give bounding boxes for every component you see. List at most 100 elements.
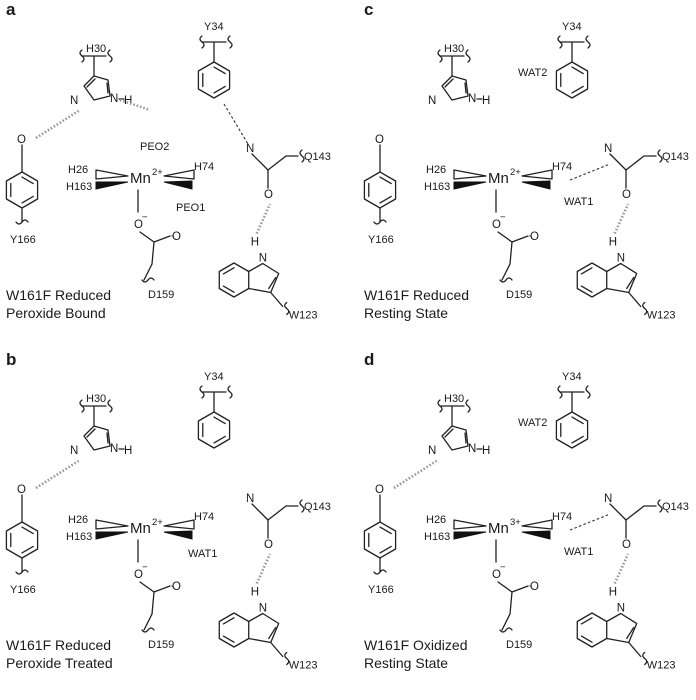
- residue-y166-label: Y166: [368, 584, 394, 596]
- panel-caption-line-2: Resting State: [364, 655, 448, 671]
- w123-nh: H: [609, 587, 617, 599]
- h30-ring: [83, 75, 111, 101]
- q143-oxygen: O: [622, 539, 631, 551]
- d159-oxygen: O: [134, 219, 143, 231]
- w123-double-bond: [626, 626, 635, 640]
- y34-cut: [585, 385, 591, 399]
- d159-cut: [141, 627, 155, 633]
- w123-pyrrole: [248, 612, 280, 644]
- w123-nitrogen: N: [259, 603, 267, 615]
- d159-chain: [501, 613, 511, 631]
- w123-nh: H: [251, 587, 259, 599]
- w123-pyrrole: [248, 262, 280, 294]
- d159-carbonyl-oxygen: O: [530, 231, 539, 243]
- wat2-label: WAT2: [518, 417, 547, 429]
- y34-ring: [555, 411, 589, 449]
- panel-letter: a: [6, 0, 16, 19]
- w123-q143-hbond: [255, 203, 272, 235]
- h74-bond: [163, 519, 195, 530]
- residue-h30-label: H30: [86, 43, 106, 55]
- residue-w123-label: W123: [289, 660, 318, 672]
- y166-cut: [15, 219, 29, 225]
- h30-ring: [441, 425, 469, 451]
- w123-chain: [270, 291, 284, 308]
- h30-n-delta: N: [70, 445, 78, 457]
- w123-nitrogen: N: [617, 603, 625, 615]
- residue-d159-label: D159: [506, 639, 532, 651]
- h74-bond: [521, 169, 553, 180]
- panel-letter: b: [6, 350, 16, 369]
- d159-charge: −: [500, 562, 506, 573]
- q143-nitrogen: N: [246, 493, 254, 505]
- residue-y34-label: Y34: [204, 21, 224, 33]
- y34-cut: [585, 35, 591, 49]
- h30-n-delta: N: [70, 95, 78, 107]
- d159-charge: −: [500, 212, 506, 223]
- residue-d159-label: D159: [148, 289, 174, 301]
- h26-bond: [453, 519, 487, 530]
- peo2-label: PEO2: [140, 141, 169, 153]
- residue-h30-label: H30: [86, 393, 106, 405]
- w123-chain: [628, 641, 642, 658]
- metal-oxidation-state: 2+: [510, 167, 521, 178]
- y166-h30-hbond: [393, 458, 439, 490]
- h30-double-bond: [464, 432, 467, 444]
- panel-letter: c: [364, 0, 373, 19]
- residue-q143-label: Q143: [662, 501, 689, 513]
- y166-h30-hbond: [35, 108, 81, 140]
- metal-center: Mn: [130, 520, 151, 537]
- h163-bond: [95, 181, 129, 190]
- residue-q143-label: Q143: [304, 151, 331, 163]
- q143-chain: [267, 505, 299, 521]
- q143-oxygen: O: [264, 539, 273, 551]
- y166-oxygen: O: [375, 134, 384, 146]
- metal-oxidation-state: 3+: [510, 517, 521, 528]
- residue-h163-label: H163: [424, 181, 450, 193]
- wat1-q143-hbond: [569, 163, 611, 181]
- h30-cut: [437, 49, 443, 63]
- w123-double-bond: [626, 276, 635, 290]
- y34-ring-double-bond: [213, 416, 226, 425]
- y34-ring-double-bond: [571, 66, 584, 75]
- h30-cut: [79, 399, 85, 413]
- panel-caption-line-2: Peroxide Treated: [6, 655, 113, 671]
- h30-n-h: H: [124, 95, 132, 107]
- d159-carboxylate: [139, 581, 171, 593]
- water-ligand-bond: [163, 530, 193, 540]
- y166-cut: [373, 219, 387, 225]
- w123-double-bond: [580, 267, 593, 275]
- h30-double-bond: [444, 78, 454, 88]
- residue-y34-label: Y34: [204, 371, 224, 383]
- w123-pyrrole: [606, 262, 638, 294]
- w123-cut: [642, 651, 648, 666]
- h30-cut: [465, 49, 471, 63]
- w123-double-bond: [222, 285, 235, 293]
- residue-d159-label: D159: [506, 289, 532, 301]
- w123-double-bond: [222, 635, 235, 643]
- metal-oxidation-state: 2+: [152, 167, 163, 178]
- h30-double-bond: [86, 78, 96, 88]
- wat1-label: WAT1: [564, 546, 593, 558]
- y34-ring-double-bond: [213, 85, 226, 94]
- w123-double-bond: [268, 276, 277, 290]
- residue-q143-label: Q143: [304, 501, 331, 513]
- d159-oxygen: O: [134, 569, 143, 581]
- w123-chain: [628, 291, 642, 308]
- d159-chain: [143, 263, 153, 281]
- y166-cut: [373, 569, 387, 575]
- w123-cut: [642, 301, 648, 316]
- h26-bond: [95, 169, 129, 180]
- residue-h26-label: H26: [426, 164, 446, 176]
- d159-charge: −: [142, 562, 148, 573]
- w123-nitrogen: N: [617, 253, 625, 265]
- q143-chain: [267, 155, 299, 171]
- q143-cut: [657, 149, 663, 163]
- residue-h30-label: H30: [444, 393, 464, 405]
- w123-double-bond: [580, 617, 593, 625]
- water-ligand-bond: [521, 180, 551, 190]
